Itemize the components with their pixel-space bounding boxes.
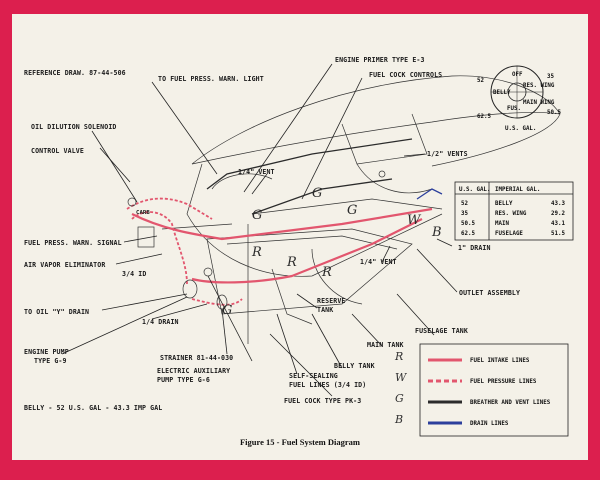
tank-letter-g4: G <box>252 208 262 223</box>
dial-main-wing: MAIN WING <box>523 100 555 106</box>
table-cell-us: 50.5 <box>461 221 475 227</box>
line-legend: FUEL INTAKE LINES FUEL PRESSURE LINES BREA… <box>419 343 569 437</box>
label-oil-dilution: OIL DILUTION SOLENOID <box>31 123 116 131</box>
dial-res-wing: RES. WING <box>523 83 555 89</box>
label-control-valve: CONTROL VALVE <box>31 147 84 155</box>
legend-label: FUEL INTAKE LINES <box>470 358 530 364</box>
label-belly-note: BELLY - 52 U.S. GAL - 43.3 IMP GAL <box>24 404 162 412</box>
label-drain-1in: 1" DRAIN <box>458 244 491 252</box>
table-cell-imp: 43.1 <box>551 221 565 227</box>
table-cell-imp: 29.2 <box>551 211 565 217</box>
fuel-lines <box>126 138 443 306</box>
dial-num-50-5: 50.5 <box>547 110 561 116</box>
legend-letter: W <box>395 371 408 384</box>
oil-dilution-shape <box>127 197 137 207</box>
legend-label: FUEL PRESSURE LINES <box>470 379 537 385</box>
table-rows: 52 BELLY 43.3 35 RES. WING 29.2 50.5 MAIN 43.1 62… <box>461 201 565 237</box>
legend-letter: B <box>394 413 403 426</box>
table-cell-us: 62.5 <box>461 231 475 237</box>
table-cell-tank: MAIN <box>495 221 509 227</box>
label-reserve-tank-2: TANK <box>317 306 333 314</box>
table-header-us: U.S. GAL. <box>459 187 490 193</box>
tank-letter-w: W <box>407 213 422 228</box>
tank-letter-g3: G <box>222 303 232 318</box>
components: CARB <box>127 170 386 310</box>
dial-unit: U.S. GAL. <box>505 126 536 132</box>
table-cell-tank: RES. WING <box>495 211 527 217</box>
label-vent-half: 1/2" VENTS <box>427 150 468 158</box>
tank-letter-g1: G <box>312 186 322 201</box>
dial-belly: BELLY <box>493 90 511 96</box>
label-belly-tank: BELLY TANK <box>334 362 375 370</box>
legend-letter: R <box>394 350 403 363</box>
table-cell-imp: 51.5 <box>551 231 565 237</box>
legend-label: BREATHER AND VENT LINES <box>470 400 551 406</box>
table-cell-imp: 43.3 <box>551 201 565 207</box>
label-reserve-tank-1: RESERVE <box>317 297 346 305</box>
label-self-sealing-1: SELF-SEALING <box>289 372 338 380</box>
label-outlet-assembly: OUTLET ASSEMBLY <box>459 289 520 297</box>
legend-label: DRAIN LINES <box>470 421 509 427</box>
diagram-sheet: CARB R R R G G G G W B <box>12 14 588 460</box>
label-drain-quarter: 1/4 DRAIN <box>142 318 179 326</box>
label-fuel-cock-controls: FUEL COCK CONTROLS <box>369 71 442 79</box>
figure-caption: Figure 15 - Fuel System Diagram <box>240 437 360 447</box>
callout-labels: REFERENCE DRAW. 87-44-506 TO FUEL PRESS.… <box>24 56 520 412</box>
label-strainer: STRAINER 81-44-030 <box>160 354 233 362</box>
label-fuel-press-warn-light: TO FUEL PRESS. WARN. LIGHT <box>158 75 264 83</box>
dial-num-52: 52 <box>477 78 484 84</box>
tank-letter-b: B <box>431 225 442 240</box>
tank-letter-r3: R <box>321 265 332 280</box>
label-elec-pump-1: ELECTRIC AUXILIARY <box>157 367 230 375</box>
label-engine-pump-1: ENGINE PUMP <box>24 348 69 356</box>
tank-letter-r1: R <box>251 245 262 260</box>
table-cell-tank: BELLY <box>495 201 513 207</box>
label-three-quarter-id: 3/4 ID <box>122 270 146 278</box>
electric-pump-shape <box>203 267 213 277</box>
dial-off: OFF <box>512 72 523 78</box>
tank-letters: R R R G G G G W B <box>222 186 442 318</box>
label-main-tank: MAIN TANK <box>367 341 404 349</box>
label-vent-quarter-top: 1/4" VENT <box>238 168 275 176</box>
tank-letter-r2: R <box>286 255 297 270</box>
legend-rows: FUEL INTAKE LINES FUEL PRESSURE LINES BREA… <box>428 358 551 427</box>
tank-letter-g2: G <box>347 203 357 218</box>
label-fuel-cock: FUEL COCK TYPE PK-3 <box>284 397 361 405</box>
label-engine-primer: ENGINE PRIMER TYPE E-3 <box>335 56 425 64</box>
engine-pump-shape <box>182 279 198 299</box>
label-fuselage-tank: FUSELAGE TANK <box>415 327 468 335</box>
table-header-imp: IMPERIAL GAL. <box>495 187 540 193</box>
legend-letter: G <box>395 392 404 405</box>
dial-num-35: 35 <box>547 74 554 80</box>
carburetor-shape <box>137 226 155 248</box>
label-vent-quarter-mid: 1/4" VENT <box>360 258 397 266</box>
table-cell-us: 35 <box>461 211 468 217</box>
label-self-sealing-2: FUEL LINES (3/4 ID) <box>289 381 366 389</box>
carb-label: CARB <box>136 210 150 216</box>
fuel-selector-dial: OFF RES. WING MAIN WING FUS. BELLY 35 52… <box>477 65 561 132</box>
label-elec-pump-2: PUMP TYPE G-6 <box>157 376 210 384</box>
dial-num-62-5: 62.5 <box>477 114 491 120</box>
dial-fus: FUS. <box>507 106 521 112</box>
label-air-vapor: AIR VAPOR ELIMINATOR <box>24 261 105 269</box>
leader-lines <box>61 63 458 397</box>
table-cell-tank: FUSELAGE <box>495 231 523 237</box>
table-cell-us: 52 <box>461 201 468 207</box>
fuel-system-diagram: CARB R R R G G G G W B <box>24 56 574 447</box>
label-fuel-press-warn-signal: FUEL PRESS. WARN. SIGNAL <box>24 239 122 247</box>
primer-shape <box>378 170 386 178</box>
label-engine-pump-2: TYPE G-9 <box>34 357 67 365</box>
reference-drawing: REFERENCE DRAW. 87-44-506 <box>24 69 126 77</box>
label-to-oil-drain: TO OIL "Y" DRAIN <box>24 308 89 316</box>
capacity-table: U.S. GAL. IMPERIAL GAL. 52 BELLY 43.3 35 RES… <box>454 181 574 241</box>
